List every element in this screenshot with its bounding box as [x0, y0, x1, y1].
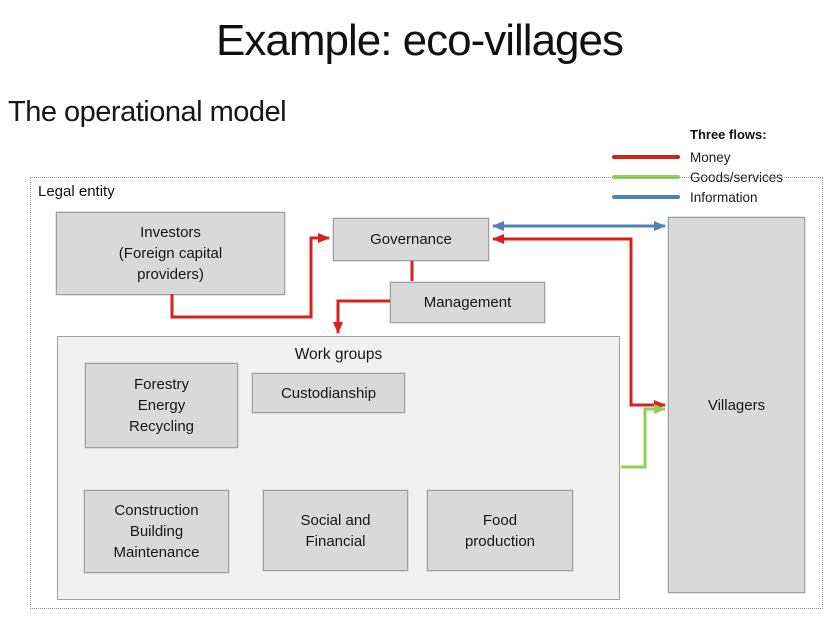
page-title: Example: eco-villages	[216, 16, 624, 65]
node-villagers: Villagers	[668, 217, 805, 593]
legend-label: Money	[690, 149, 731, 165]
legal-entity-container	[30, 177, 823, 609]
legend-heading: Three flows:	[690, 127, 767, 142]
legend-label: Information	[690, 189, 758, 205]
node-investors: Investors (Foreign capital providers)	[56, 212, 285, 295]
legend-item-money: Money	[612, 147, 731, 167]
node-construction-building-maintenance: Construction Building Maintenance	[84, 490, 229, 573]
information-line-swatch	[612, 195, 680, 199]
node-governance: Governance	[333, 218, 489, 261]
work-groups-label: Work groups	[294, 346, 383, 363]
node-custodianship: Custodianship	[252, 373, 405, 413]
node-food-production: Food production	[427, 490, 573, 571]
page-subtitle: The operational model	[8, 96, 287, 128]
node-forestry-energy-recycling: Forestry Energy Recycling	[85, 363, 238, 448]
node-management: Management	[390, 282, 545, 323]
money-line-swatch	[612, 155, 680, 159]
legend-item-information: Information	[612, 187, 758, 207]
legal-entity-label: Legal entity	[38, 183, 115, 200]
node-social-and-financial: Social and Financial	[263, 490, 408, 571]
